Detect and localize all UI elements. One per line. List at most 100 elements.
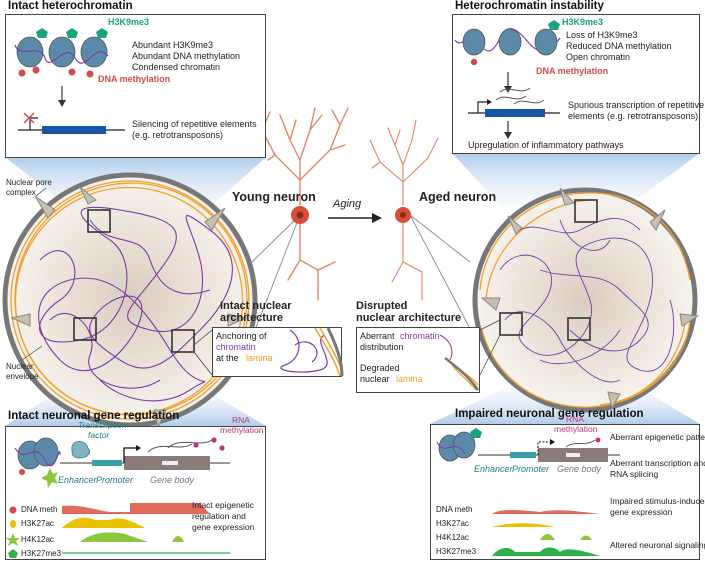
- silencing-line-1: Silencing of repetitive elements: [132, 119, 257, 129]
- gene-body-label-intact: Gene body: [150, 475, 195, 485]
- pore-aged-2: [649, 209, 666, 231]
- impaired-right-1: Aberrant epigenetic patterns: [610, 432, 705, 442]
- heterochromatin-instability-title: Heterochromatin instability: [455, 0, 604, 12]
- zoom-box-young-3: [171, 329, 195, 353]
- track-k27ac-impaired: [492, 523, 555, 527]
- mark-k27ac-impaired: H3K27ac: [436, 519, 469, 528]
- young-nucleus: [2, 172, 258, 430]
- zoom-box-young-1: [87, 209, 111, 233]
- nuclear-pore-label-1: Nuclear pore: [6, 178, 52, 187]
- impaired-right-6: Altered neuronal signaling: [610, 540, 705, 550]
- impaired-right-5: gene expression: [610, 507, 673, 517]
- tf-label-2: factor: [88, 430, 110, 440]
- aged-neuron-label: Aged neuron: [419, 190, 497, 204]
- pore-aged-1: [559, 187, 575, 206]
- intact-line-2: Abundant DNA methylation: [132, 51, 241, 61]
- intact-gene-regulation-title: Intact neuronal gene regulation: [8, 410, 180, 422]
- nuclear-envelope-label-1: Nuclear: [6, 362, 34, 371]
- spurious-line-2: elements (e.g. retrotransposons): [568, 111, 699, 121]
- instability-line-3: Open chromatin: [566, 52, 631, 62]
- zoom-box-aged-1: [574, 199, 598, 223]
- pore-young-5: [153, 409, 167, 430]
- rna-meth-label-impaired-1: RNA: [566, 414, 584, 424]
- mark-k27me3-impaired: H3K27me3: [436, 547, 477, 556]
- gene-body-label-impaired: Gene body: [557, 464, 602, 474]
- pore-aged-3: [679, 313, 700, 327]
- track-k12ac-intact: [80, 532, 184, 542]
- zoom-box-aged-3: [567, 317, 591, 341]
- pore-aged-6: [480, 297, 501, 311]
- rna-meth-label-impaired-2: methylation: [554, 424, 598, 434]
- disrupted-chromatin-word: chromatin: [400, 331, 440, 341]
- young-neuron-illustration: [257, 107, 349, 301]
- degraded-text-2: nuclear: [360, 374, 390, 384]
- promoter-label-impaired: Promoter: [512, 464, 550, 474]
- enhancer-label-intact: Enhancer: [58, 475, 97, 485]
- nuclear-envelope-label-2: envelope: [6, 372, 39, 381]
- intact-right-1: Intact epigenetic: [192, 500, 254, 510]
- intact-arch-box: [212, 327, 342, 377]
- rna-meth-label-1: RNA: [232, 415, 250, 425]
- aged-neuron-illustration: [369, 119, 439, 301]
- pore-young-6: [79, 186, 97, 205]
- pore-young-3: [10, 313, 31, 327]
- aged-nucleus: [472, 187, 700, 413]
- heterochromatin-instability-panel: [452, 14, 700, 154]
- disrupted-text-1: Aberrant: [360, 331, 395, 341]
- mark-k12ac-intact: H4K12ac: [21, 535, 54, 544]
- pore-aged-4: [507, 215, 523, 235]
- intact-right-3: gene expression: [192, 522, 255, 532]
- dna-meth-label-intact: DNA methylation: [98, 74, 171, 84]
- chromatin-young: [38, 206, 233, 402]
- instability-line-1: Loss of H3K9me3: [566, 30, 638, 40]
- young-neuron-label: Young neuron: [232, 190, 316, 204]
- impaired-right-3: RNA splicing: [610, 469, 659, 479]
- intact-arch-text-3: at the: [216, 353, 239, 363]
- disrupted-text-2: distribution: [360, 342, 404, 352]
- zoom-box-aged-2: [499, 312, 523, 336]
- degraded-lamina-word: lamina: [396, 374, 423, 384]
- spurious-line-1: Spurious transcription of repetitive: [568, 100, 705, 110]
- mark-dnameth-impaired: DNA meth: [436, 505, 473, 514]
- tf-label-1: Transcription: [78, 420, 127, 430]
- intact-arch-chromatin-word: chromatin: [216, 342, 256, 352]
- degraded-text-1: Degraded: [360, 363, 400, 373]
- track-dnameth-impaired: [492, 510, 600, 514]
- intact-line-1: Abundant H3K9me3: [132, 40, 214, 50]
- mark-k27me3-intact: H3K27me3: [21, 549, 62, 558]
- disrupted-arch-title-1: Disrupted: [356, 300, 408, 312]
- impaired-gene-regulation-title: Impaired neuronal gene regulation: [455, 408, 644, 420]
- promoter-label-intact: Promoter: [96, 475, 134, 485]
- impaired-right-2: Aberrant transcription and: [610, 458, 705, 468]
- intact-arch-title-2: architecture: [220, 312, 283, 324]
- track-dnameth-intact: [62, 503, 210, 514]
- aging-arrow: [372, 213, 382, 223]
- h3k9-label-intact: H3K9me3: [108, 17, 150, 27]
- pore-young-1: [34, 195, 56, 219]
- h3k9-label-open: H3K9me3: [562, 17, 604, 27]
- pore-young-2: [204, 207, 226, 231]
- track-k27ac-intact: [62, 517, 145, 528]
- disrupted-arch-title-2: nuclear architecture: [356, 312, 462, 324]
- disrupted-arch-box: [356, 327, 480, 393]
- intact-arch-text-1: Anchoring of: [216, 331, 267, 341]
- track-k12ac-impaired: [540, 534, 592, 540]
- zoom-box-young-2: [73, 317, 97, 341]
- intact-arch-title-1: Intact nuclear: [220, 300, 292, 312]
- impaired-right-4: Impaired stimulus-induced: [610, 496, 705, 506]
- mark-k12ac-impaired: H4K12ac: [436, 533, 469, 542]
- intact-line-3: Condensed chromatin: [132, 62, 221, 72]
- nuclear-pore-label-2: complex: [6, 188, 36, 197]
- pore-aged-5: [607, 391, 621, 410]
- mark-k27ac-intact: H3K27ac: [21, 519, 54, 528]
- intact-right-2: regulation and: [192, 511, 246, 521]
- pore-young-4: [227, 313, 248, 327]
- aging-label: Aging: [333, 198, 362, 210]
- intact-arch-lamina-word: lamina: [246, 353, 273, 363]
